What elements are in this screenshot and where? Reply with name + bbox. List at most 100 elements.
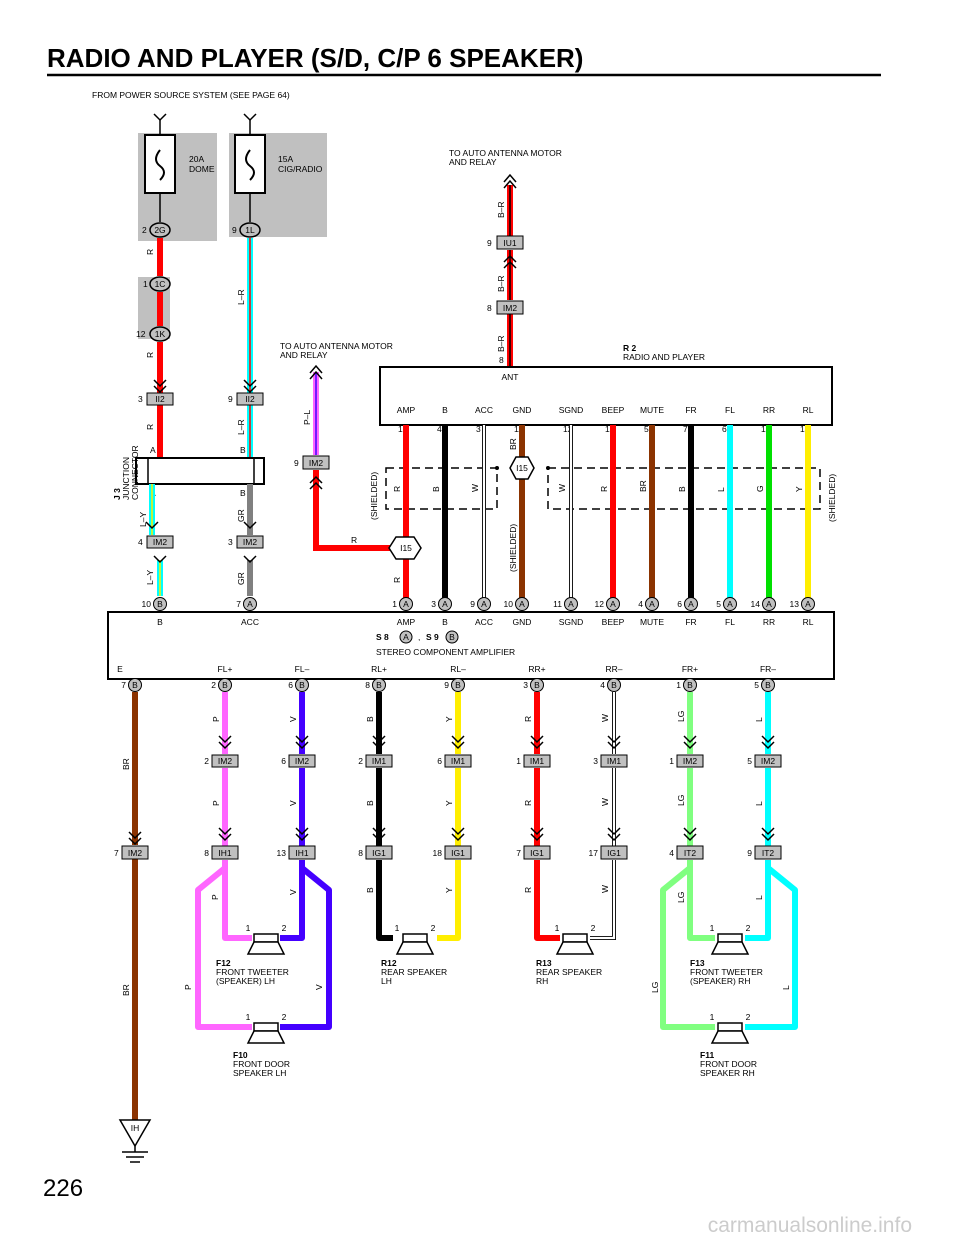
amp-bottom-pin-label-8: FR– bbox=[760, 664, 776, 674]
amp-top-conn-10 bbox=[723, 597, 737, 611]
spk-arrow-1-1 bbox=[295, 827, 309, 836]
page-title: RADIO AND PLAYER (S/D, C/P 6 SPEAKER) bbox=[47, 43, 583, 73]
amp-bottom-conn-letter-3: B bbox=[376, 680, 382, 690]
amp-top-conn-8 bbox=[645, 597, 659, 611]
amp-top-pin-num-3: 3 bbox=[431, 599, 436, 609]
amp-top-pin-label-11: RR bbox=[763, 617, 775, 627]
connector-im2-pl-pin: 9 bbox=[294, 458, 299, 468]
spk-wire-label-b-2: B bbox=[365, 800, 375, 806]
radio-wire-label-9: G bbox=[755, 485, 765, 492]
spk-arrow-5-0 bbox=[607, 741, 621, 750]
spk-wire-label-b-5: W bbox=[600, 798, 610, 806]
amp-top-conn-letter-1: A bbox=[247, 599, 253, 609]
spk-arrow-3-1 bbox=[451, 827, 465, 836]
shield-dot-right bbox=[546, 466, 550, 470]
watermark: carmanualsonline.info bbox=[708, 1214, 912, 1237]
spk-route-6 bbox=[437, 860, 461, 941]
splice-i15-gnd: I15 bbox=[509, 456, 535, 480]
speaker-name-0-0: FRONT TWEETER bbox=[216, 967, 289, 977]
wire-label-r-1: R bbox=[145, 249, 155, 255]
connector-1l-pin: 9 bbox=[232, 225, 237, 235]
spk-arrow-2-1 bbox=[372, 833, 386, 842]
amp-top-conn-7 bbox=[606, 597, 620, 611]
wire-label-r-2: R bbox=[145, 352, 155, 358]
low-connector-6 bbox=[676, 845, 704, 860]
mid-connector-2 bbox=[365, 754, 393, 768]
low-connector-id-3: IG1 bbox=[451, 848, 465, 858]
speaker-pin-1-1: 1 bbox=[246, 1012, 251, 1022]
junction-terminal-b-top: B bbox=[240, 445, 246, 455]
spk-route-12 bbox=[745, 860, 798, 1030]
amp-top-conn-letter-9: A bbox=[688, 599, 694, 609]
spk-arrow-7-0 bbox=[761, 741, 775, 750]
low-connector-pin-1: 13 bbox=[277, 848, 287, 858]
connector-im2-a bbox=[146, 535, 174, 549]
connector-im2-b-id: IM2 bbox=[243, 537, 257, 547]
spk-wire-label-a-0: P bbox=[211, 716, 221, 722]
wire-label-br-3: B–R bbox=[496, 335, 506, 352]
amp-bottom-pin-num-5: 3 bbox=[523, 680, 528, 690]
amp-top-conn-letter-7: A bbox=[610, 599, 616, 609]
spk-arrow-0-1 bbox=[218, 833, 232, 842]
low-connector-pin-7: 9 bbox=[747, 848, 752, 858]
spk-route-9 bbox=[687, 860, 715, 941]
spk-low-label-8: P bbox=[183, 984, 193, 990]
wire-label-lr-2: L–R bbox=[236, 419, 246, 435]
connector-im2-ant-id: IM2 bbox=[503, 303, 517, 313]
spk-wire-label-a-3: Y bbox=[444, 716, 454, 722]
ground-id: IH bbox=[131, 1123, 140, 1133]
mid-connector-id-4: IM1 bbox=[530, 756, 544, 766]
speaker-code-3: R13 bbox=[536, 958, 552, 968]
amp-top-conn-letter-8: A bbox=[649, 599, 655, 609]
spk-arrow-2-0 bbox=[372, 735, 386, 744]
radio-name: RADIO AND PLAYER bbox=[623, 352, 705, 362]
spk-arrow-1-0 bbox=[295, 741, 309, 750]
mid-connector-id-7: IM2 bbox=[761, 756, 775, 766]
wire-label-pl: P–L bbox=[302, 410, 312, 425]
spk-low-label-7: L bbox=[754, 895, 764, 900]
speaker-name-1-1: SPEAKER LH bbox=[233, 1068, 286, 1078]
spk-wire-label-a-6: LG bbox=[676, 711, 686, 722]
shield-box-left bbox=[385, 467, 498, 510]
speaker-name-1-0: FRONT DOOR bbox=[233, 1059, 290, 1069]
speaker-pin-1-5: 1 bbox=[710, 1012, 715, 1022]
connector-im2-ant bbox=[496, 300, 524, 315]
junction-code: J 3 bbox=[112, 488, 122, 500]
fuse-dome bbox=[144, 134, 176, 194]
amp-top-conn-2 bbox=[399, 597, 413, 611]
spk-low-label-4: R bbox=[523, 887, 533, 893]
amp-bottom-pin-label-5: RR+ bbox=[528, 664, 545, 674]
amplifier-bottom-pins: EB7FL+B2FL–B6RL+B8RL–B9RR+B3RR–B4FR+B1FR… bbox=[117, 664, 776, 692]
amp-bottom-conn-letter-2: B bbox=[299, 680, 305, 690]
radio-pin-label-0: AMP bbox=[397, 405, 416, 415]
amplifier-conn-b: B bbox=[449, 632, 455, 642]
wire-label-br-1: B–R bbox=[496, 201, 506, 218]
speaker-wires: PPIM22IH18VVIM26IH113BBIM12IG18YYIM16IG1… bbox=[183, 692, 798, 1030]
connector-iu1-id: IU1 bbox=[503, 238, 517, 248]
amp-top-pin-num-9: 6 bbox=[677, 599, 682, 609]
wire-label-ly-1: L–Y bbox=[138, 512, 148, 527]
mid-connector-id-5: IM1 bbox=[607, 756, 621, 766]
svg-text:I15: I15 bbox=[516, 463, 528, 473]
amp-top-conn-5 bbox=[515, 597, 529, 611]
amp-top-conn-4 bbox=[477, 597, 491, 611]
connector-im2-b bbox=[236, 535, 264, 549]
radio-pin-label-4: SGND bbox=[559, 405, 584, 415]
connector-2g-pin: 2 bbox=[142, 225, 147, 235]
amp-bottom-pin-label-4: RL– bbox=[450, 664, 466, 674]
amp-bottom-pin-num-6: 4 bbox=[600, 680, 605, 690]
amp-bottom-conn-letter-0: B bbox=[132, 680, 138, 690]
amplifier-top-pins: B10BA7ACCA1AMPA3BA9ACCA10GNDA11SGNDA12BE… bbox=[142, 597, 815, 627]
low-connector-id-7: IT2 bbox=[762, 848, 775, 858]
connector-iu1-pin: 9 bbox=[487, 238, 492, 248]
spk-wire-label-b-4: R bbox=[523, 800, 533, 806]
connector-ii2-a-id: II2 bbox=[155, 394, 165, 404]
speaker-pin-2-2: 2 bbox=[431, 923, 436, 933]
spk-arrow-2-0 bbox=[372, 741, 386, 750]
speaker-pin-1-3: 1 bbox=[555, 923, 560, 933]
amp-top-conn-letter-12: A bbox=[805, 599, 811, 609]
spk-wire-label-a-7: L bbox=[754, 717, 764, 722]
radio-wire-label-6: BR bbox=[638, 480, 648, 492]
